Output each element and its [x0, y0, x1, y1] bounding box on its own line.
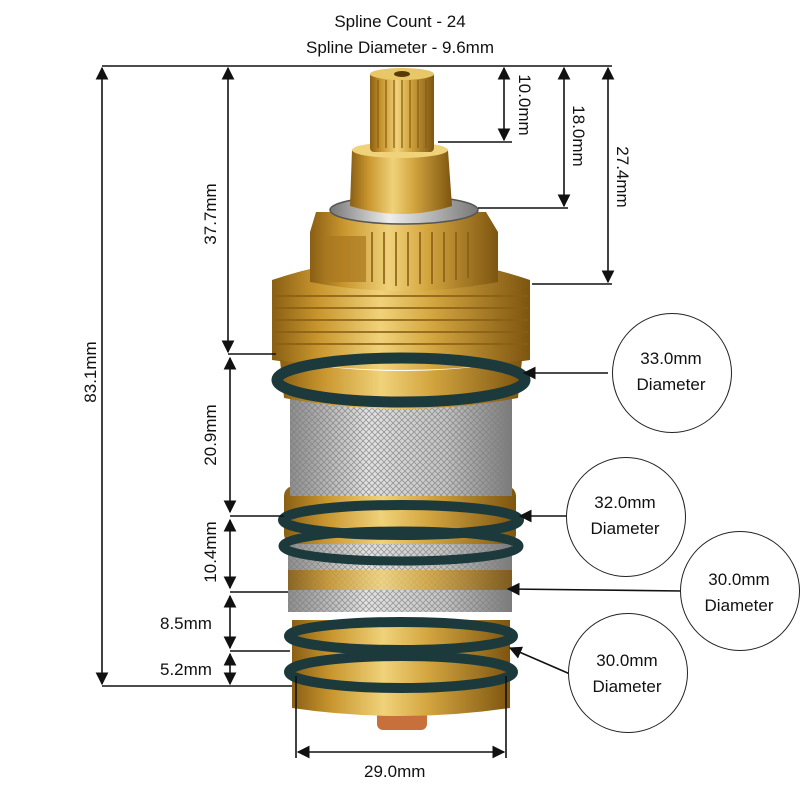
- diameter-3-label: Diameter: [704, 596, 774, 615]
- spline-count-label: Spline Count - 24: [334, 12, 466, 31]
- o-ring-4: [284, 617, 518, 655]
- diameter-4-value: 30.0mm: [596, 651, 658, 670]
- diameter-2-value: 32.0mm: [594, 493, 656, 512]
- dim-head-height: 27.4mm: [613, 146, 632, 208]
- diameter-circle-1: [612, 313, 732, 433]
- o-ring-1: [271, 352, 531, 408]
- dim-filter-section: 20.9mm: [201, 404, 220, 466]
- diameter-1-value: 33.0mm: [640, 349, 702, 368]
- diameter-circle-2: [566, 457, 686, 577]
- o-ring-5: [284, 651, 518, 693]
- dim-mid-section: 10.4mm: [201, 521, 220, 583]
- diameter-circle-4: [568, 613, 688, 733]
- dim-base-width: 29.0mm: [364, 762, 426, 781]
- dim-stem-height: 18.0mm: [569, 105, 588, 167]
- dim-bottom-section: 5.2mm: [160, 660, 212, 679]
- dim-total-height: 83.1mm: [81, 341, 100, 403]
- base-body: [292, 620, 510, 716]
- diameter-1-label: Diameter: [636, 375, 706, 394]
- stem: [350, 150, 452, 214]
- diameter-circle-3: [680, 531, 800, 651]
- diameter-2-label: Diameter: [590, 519, 660, 538]
- dim-spline-height: 10.0mm: [515, 74, 534, 136]
- dim-upper-body: 37.7mm: [201, 183, 220, 245]
- dim-lower-section: 8.5mm: [160, 614, 212, 633]
- spline-diameter-label: Spline Diameter - 9.6mm: [305, 38, 494, 57]
- o-ring-3: [278, 526, 524, 566]
- diameter-4-label: Diameter: [592, 677, 662, 696]
- diameter-3-value: 30.0mm: [708, 570, 770, 589]
